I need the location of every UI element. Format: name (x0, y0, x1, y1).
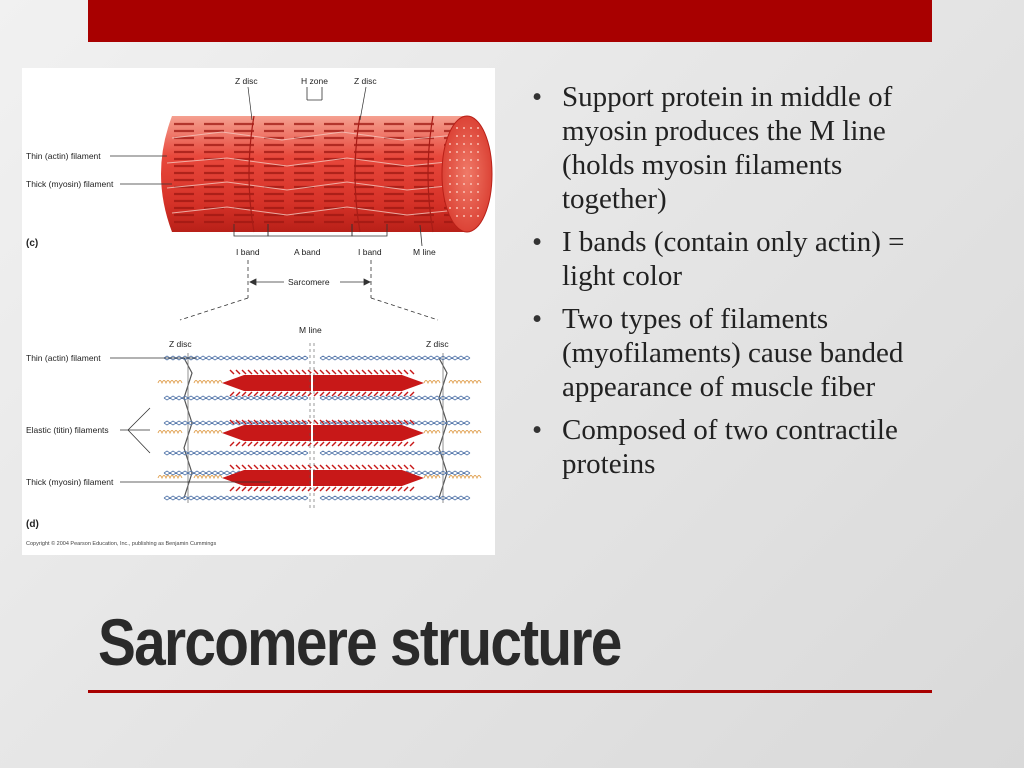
sarcomere-detail (157, 343, 482, 508)
label-a-band: A band (294, 247, 321, 257)
label-elastic-filaments: Elastic (titin) filaments (26, 425, 109, 435)
label-z-disc-d-left: Z disc (169, 339, 192, 349)
bullet-item: •I bands (contain only actin) = light co… (532, 226, 905, 292)
slide-title: Sarcomere structure (98, 605, 622, 679)
label-z-disc-c-right: Z disc (354, 76, 377, 86)
copyright-text: Copyright © 2004 Pearson Education, Inc.… (26, 540, 216, 547)
bullet-text: Composed of two contractile proteins (562, 414, 898, 480)
top-accent-bar (88, 0, 932, 42)
bullet-text: Two types of filaments (myofilaments) ca… (562, 303, 904, 403)
label-thick-filament-d: Thick (myosin) filament (26, 477, 114, 487)
label-z-disc-c-left: Z disc (235, 76, 258, 86)
bullet-text: Support protein in middle of myosin prod… (562, 81, 893, 215)
sarcomere-diagram: Z disc H zone Z disc Thin (actin) filame… (26, 76, 493, 547)
bullet-item: •Two types of filaments (myofilaments) c… (532, 303, 904, 403)
bullet-text: I bands (contain only actin) = light col… (562, 226, 905, 292)
label-h-zone: H zone (301, 76, 328, 86)
label-z-disc-d-right: Z disc (426, 339, 449, 349)
label-sarcomere: Sarcomere (288, 277, 330, 287)
panel-d-letter: (d) (26, 519, 39, 530)
label-thick-filament-c: Thick (myosin) filament (26, 179, 114, 189)
bullet-item: •Composed of two contractile proteins (532, 414, 898, 480)
label-thin-filament-d: Thin (actin) filament (26, 353, 101, 363)
label-i-band-left: I band (236, 247, 260, 257)
sarcomere-figure: Z disc H zone Z disc Thin (actin) filame… (22, 68, 495, 555)
panel-c-letter: (c) (26, 238, 38, 249)
label-m-line-c: M line (413, 247, 436, 257)
label-i-band-right: I band (358, 247, 382, 257)
label-thin-filament-c: Thin (actin) filament (26, 151, 101, 161)
bullet-list: •Support protein in middle of myosin pro… (530, 80, 950, 490)
bullet-item: •Support protein in middle of myosin pro… (532, 81, 893, 215)
myofibril-cylinder (161, 115, 493, 233)
label-m-line-d: M line (299, 325, 322, 335)
title-underline (88, 690, 932, 693)
